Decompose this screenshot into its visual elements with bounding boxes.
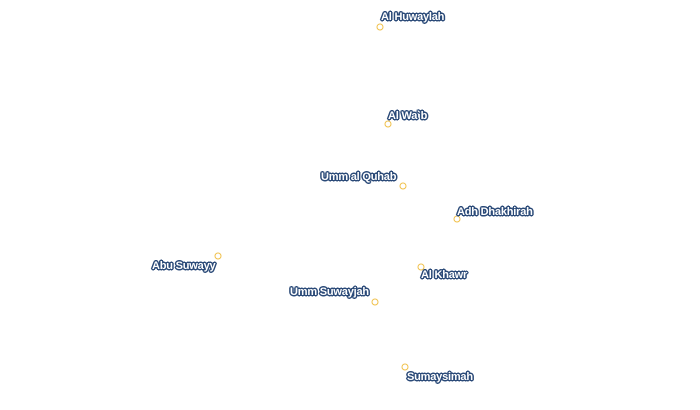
place-marker-al-huwaylah[interactable] bbox=[376, 23, 384, 31]
place-marker-al-wab[interactable] bbox=[384, 120, 392, 128]
place-label-umm-suwayjah[interactable]: Umm Suwayjah bbox=[290, 286, 369, 298]
place-marker-umm-al-quhab[interactable] bbox=[399, 182, 407, 190]
place-marker-al-khawr[interactable] bbox=[417, 263, 425, 271]
place-label-sumaysimah[interactable]: Sumaysimah bbox=[407, 371, 473, 383]
place-label-al-khawr[interactable]: Al Khawr bbox=[421, 269, 468, 281]
place-label-umm-al-quhab[interactable]: Umm al Quhab bbox=[321, 171, 397, 183]
place-label-al-wab[interactable]: Al Wa`b bbox=[388, 110, 428, 122]
place-marker-sumaysimah[interactable] bbox=[401, 363, 409, 371]
place-marker-abu-suwayy[interactable] bbox=[214, 252, 222, 260]
place-label-adh-dhakhirah[interactable]: Adh Dhakhirah bbox=[457, 206, 533, 218]
place-label-al-huwaylah[interactable]: Al Huwaylah bbox=[381, 11, 445, 23]
place-marker-adh-dhakhirah[interactable] bbox=[453, 215, 461, 223]
place-marker-umm-suwayjah[interactable] bbox=[371, 298, 379, 306]
place-label-abu-suwayy[interactable]: Abu Suwayy bbox=[152, 260, 216, 272]
